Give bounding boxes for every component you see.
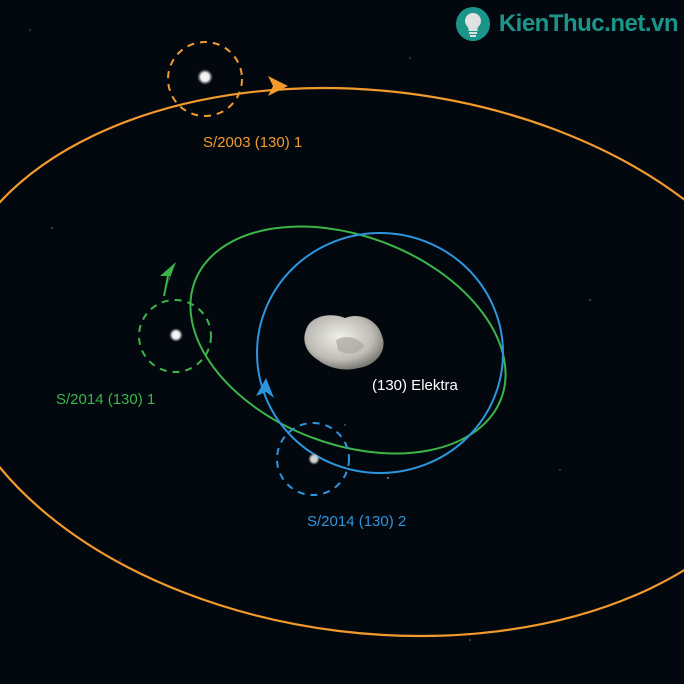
blue-moon (308, 453, 320, 465)
blue-moon-label: S/2014 (130) 2 (307, 513, 407, 530)
elektra-asteroid (304, 315, 384, 370)
blue-orbit-direction-arrow (256, 378, 274, 398)
elektra-label: (130) Elektra (372, 377, 458, 394)
watermark: KienThuc.net.vn (455, 6, 679, 42)
outer-moon-label: S/2003 (130) 1 (203, 134, 303, 151)
watermark-text: KienThuc.net.vn (498, 10, 679, 37)
green-moon-label: S/2014 (130) 1 (56, 391, 156, 408)
green-moon-highlight-ring (138, 299, 212, 373)
green-moon (169, 328, 183, 342)
outer-moon (197, 69, 213, 85)
outer-moon-highlight-ring (167, 41, 243, 117)
outer-orbit (0, 86, 684, 638)
lightbulb-icon (455, 7, 490, 41)
blue-orbit (256, 232, 504, 474)
green-orbit (189, 225, 507, 455)
outer-orbit-direction-arrow (268, 76, 288, 96)
blue-moon-highlight-ring (276, 422, 350, 496)
green-arrow-stem (163, 275, 169, 297)
background-stars (29, 29, 591, 641)
green-orbit-direction-arrow (160, 262, 176, 286)
